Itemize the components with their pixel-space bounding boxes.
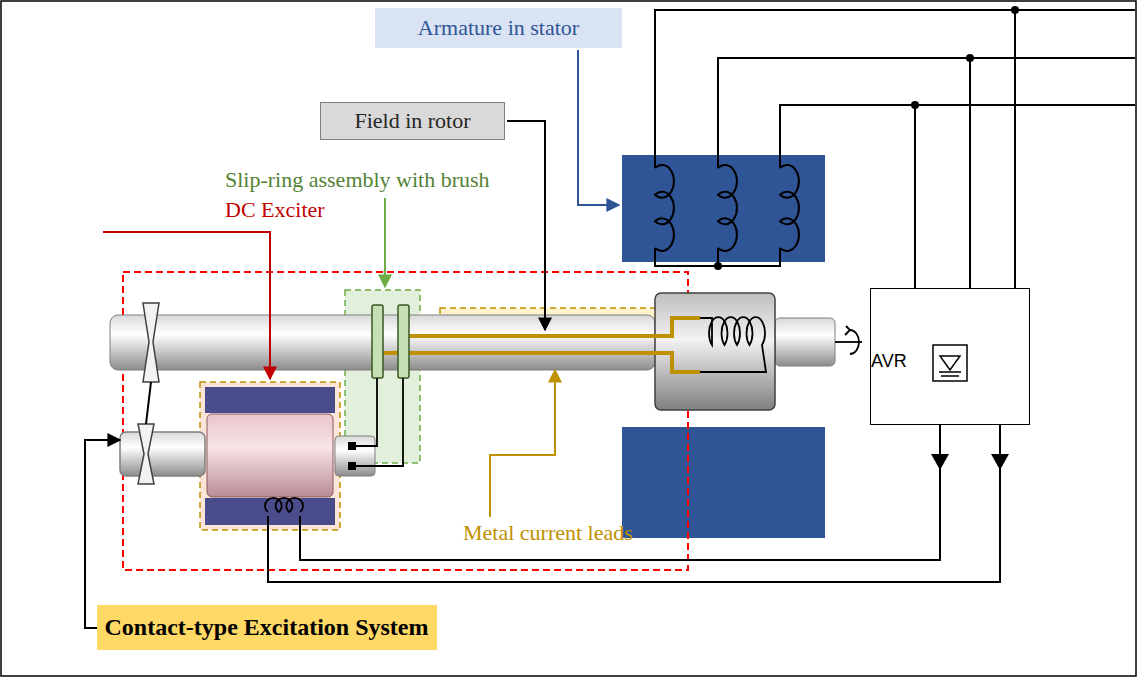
armature-coils <box>655 165 799 251</box>
phase-wires <box>655 10 1135 288</box>
brush-wires <box>352 378 403 466</box>
node-text: Field in rotor <box>354 108 470 134</box>
callout-box: Field in rotor <box>320 102 505 140</box>
brush-contacts <box>348 442 356 470</box>
field-winding <box>700 317 766 372</box>
metal-current-leads <box>377 318 700 372</box>
exciter-field-wires <box>268 425 1000 582</box>
field-coil <box>700 317 766 372</box>
dc-exciter <box>205 387 375 525</box>
title-box: Contact-type Excitation System <box>97 605 437 650</box>
armature-coil <box>780 165 799 251</box>
junction-dots <box>714 6 1019 270</box>
part-label: Slip-ring assembly with brush <box>225 167 490 193</box>
avr-symbol <box>933 345 967 381</box>
belt-drive <box>120 303 205 484</box>
part-label: Metal current leads <box>463 520 633 546</box>
node-text: Armature in stator <box>418 15 579 41</box>
armature-coil <box>718 165 737 251</box>
exciter-region <box>200 382 340 530</box>
rotation-symbol <box>835 326 862 354</box>
node-text: AVR <box>871 351 907 373</box>
node-text: Contact-type Excitation System <box>105 613 429 642</box>
exciter-field-winding <box>265 498 303 512</box>
slip-rings <box>372 305 409 378</box>
avr-box: AVR <box>870 288 1030 425</box>
part-label: DC Exciter <box>225 197 325 223</box>
callout-box: Armature in stator <box>375 8 622 48</box>
armature-coil <box>655 165 674 251</box>
avr-output-arrows <box>931 454 1009 470</box>
exciter-field-coil <box>265 498 303 512</box>
